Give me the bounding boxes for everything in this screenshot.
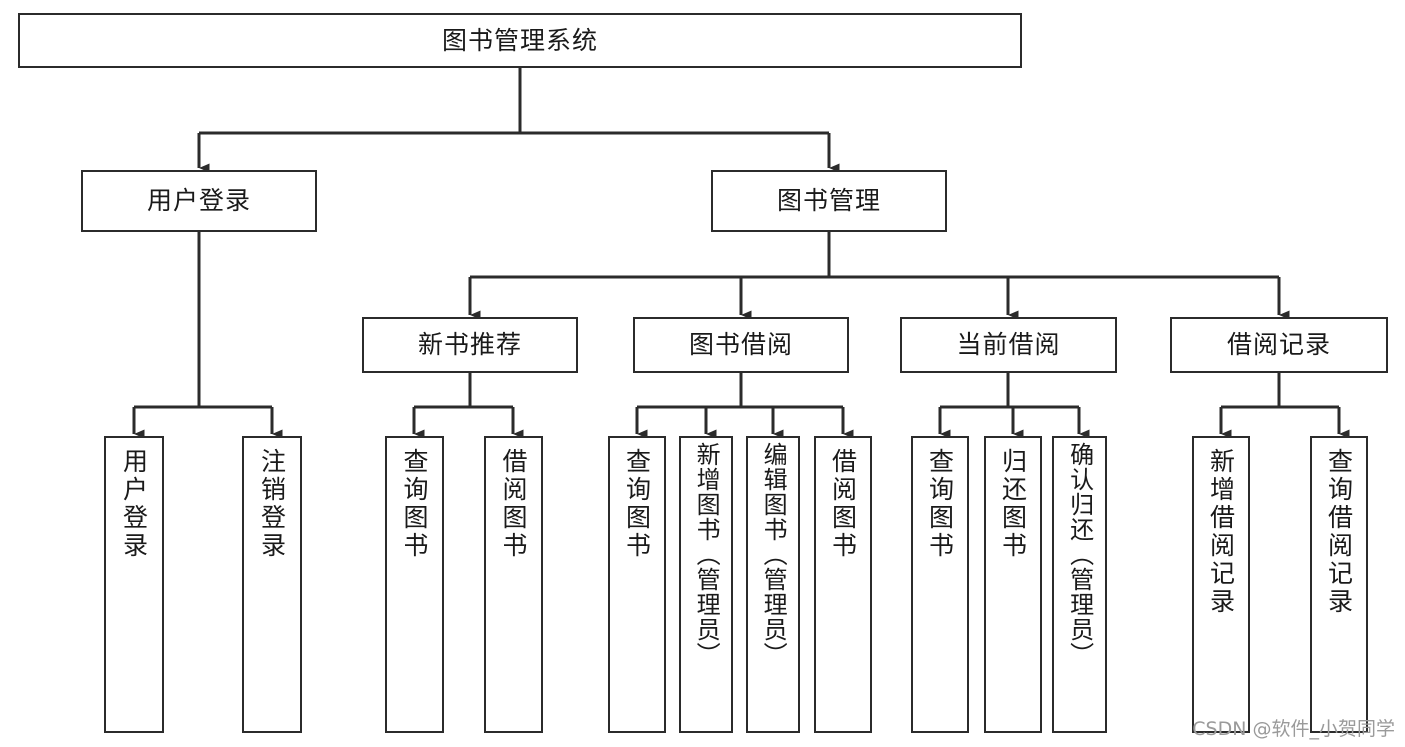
leaf-query-books-recommend-label: 查询图书 [400, 448, 429, 560]
node-book-borrow[interactable]: 图书借阅 [633, 317, 849, 373]
leaf-borrow-books-borrow-label: 借阅图书 [828, 448, 858, 560]
leaf-user-login-label: 用户登录 [119, 448, 149, 560]
leaf-borrow-books-borrow[interactable]: 借阅图书 [814, 436, 872, 733]
leaf-query-books-borrow-label: 查询图书 [622, 448, 652, 560]
leaf-query-borrow-record-label: 查询借阅记录 [1324, 448, 1354, 616]
node-book-management[interactable]: 图书管理 [711, 170, 947, 232]
leaf-add-borrow-record[interactable]: 新增借阅记录 [1192, 436, 1250, 733]
node-borrow-records-label: 借阅记录 [1226, 330, 1331, 359]
node-new-book-recommend[interactable]: 新书推荐 [362, 317, 578, 373]
node-root-label: 图书管理系统 [441, 25, 598, 55]
leaf-query-books-recommend[interactable]: 查询图书 [385, 436, 444, 733]
node-borrow-records[interactable]: 借阅记录 [1170, 317, 1388, 373]
leaf-edit-book-admin-label: 编辑图书（管理员） [759, 442, 788, 667]
node-current-borrow[interactable]: 当前借阅 [900, 317, 1117, 373]
leaf-add-book-admin-label: 新增图书（管理员） [692, 442, 721, 667]
leaf-edit-book-admin[interactable]: 编辑图书（管理员） [746, 436, 800, 733]
node-user-login[interactable]: 用户登录 [81, 170, 317, 232]
watermark: CSDN @软件_小贺同学 [1192, 718, 1395, 740]
node-current-borrow-label: 当前借阅 [956, 330, 1061, 359]
leaf-query-books-borrow[interactable]: 查询图书 [608, 436, 666, 733]
leaf-logout[interactable]: 注销登录 [242, 436, 302, 733]
leaf-confirm-return-admin-label: 确认归还（管理员） [1065, 442, 1094, 667]
leaf-add-book-admin[interactable]: 新增图书（管理员） [679, 436, 733, 733]
leaf-query-books-current[interactable]: 查询图书 [911, 436, 969, 733]
leaf-borrow-books-recommend[interactable]: 借阅图书 [484, 436, 543, 733]
leaf-logout-label: 注销登录 [257, 448, 287, 560]
node-book-management-label: 图书管理 [776, 186, 881, 215]
leaf-user-login[interactable]: 用户登录 [104, 436, 164, 733]
leaf-confirm-return-admin[interactable]: 确认归还（管理员） [1052, 436, 1107, 733]
node-new-book-recommend-label: 新书推荐 [417, 330, 522, 359]
leaf-query-books-current-label: 查询图书 [925, 448, 955, 560]
leaf-add-borrow-record-label: 新增借阅记录 [1206, 448, 1236, 616]
leaf-query-borrow-record[interactable]: 查询借阅记录 [1310, 436, 1368, 733]
leaf-borrow-books-recommend-label: 借阅图书 [499, 448, 528, 560]
leaf-return-books-label: 归还图书 [998, 448, 1028, 560]
node-root[interactable]: 图书管理系统 [18, 13, 1022, 68]
node-book-borrow-label: 图书借阅 [688, 330, 793, 359]
leaf-return-books[interactable]: 归还图书 [984, 436, 1042, 733]
node-user-login-label: 用户登录 [146, 186, 251, 215]
